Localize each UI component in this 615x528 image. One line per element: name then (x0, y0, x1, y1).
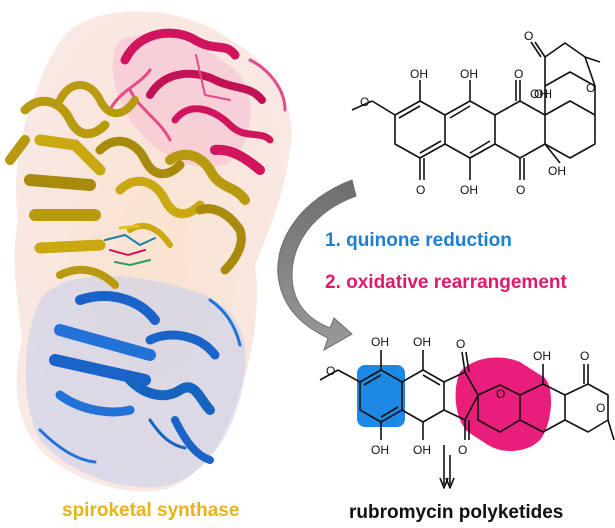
atom-oh: OH (534, 87, 552, 101)
atom-o: O (516, 183, 525, 197)
atom-o: O (524, 29, 533, 43)
atom-o: O (586, 81, 595, 95)
atom-o: O (416, 183, 425, 197)
atom-o: O (456, 337, 465, 351)
atom-o: O (326, 364, 335, 378)
step-1-label: 1. quinone reduction (325, 230, 512, 251)
atom-o: O (496, 387, 505, 401)
enzyme-caption: spiroketal synthase (62, 500, 240, 521)
highlight-box-magenta (455, 357, 552, 452)
atom-o: O (596, 401, 605, 415)
atom-oh: OH (460, 183, 478, 197)
highlight-box-blue (357, 365, 405, 427)
atom-oh: OH (460, 67, 478, 81)
atom-oh: OH (371, 335, 389, 349)
magenta-domain (108, 28, 287, 175)
reaction-arrow (277, 179, 357, 352)
atom-oh: OH (371, 443, 389, 457)
atom-oh: OH (533, 349, 551, 363)
active-site-ligand (104, 224, 156, 267)
atom-o: O (458, 443, 467, 457)
atom-oh: OH (410, 67, 428, 81)
atom-oh: OH (413, 335, 431, 349)
atom-oh: OH (413, 443, 431, 457)
substrate-atom-labels: O O OH OH OH O O OH OH OH O O (360, 29, 595, 197)
blue-domain (38, 291, 242, 464)
step-2-label: 2. oxidative rearrangement (325, 272, 567, 293)
atom-o: O (360, 95, 369, 109)
atom-oh: OH (548, 164, 566, 178)
product-caption: rubromycin polyketides (349, 502, 564, 523)
atom-o: O (514, 67, 523, 81)
substrate-structure (351, 41, 601, 180)
atom-o: O (580, 349, 589, 363)
protein-structure (5, 11, 292, 492)
product-atom-labels: O OH OH OH OH O O O OH O O (326, 335, 605, 457)
atom-oh: OH (530, 87, 548, 101)
product-structure (319, 350, 615, 489)
gold-domain (5, 81, 250, 289)
